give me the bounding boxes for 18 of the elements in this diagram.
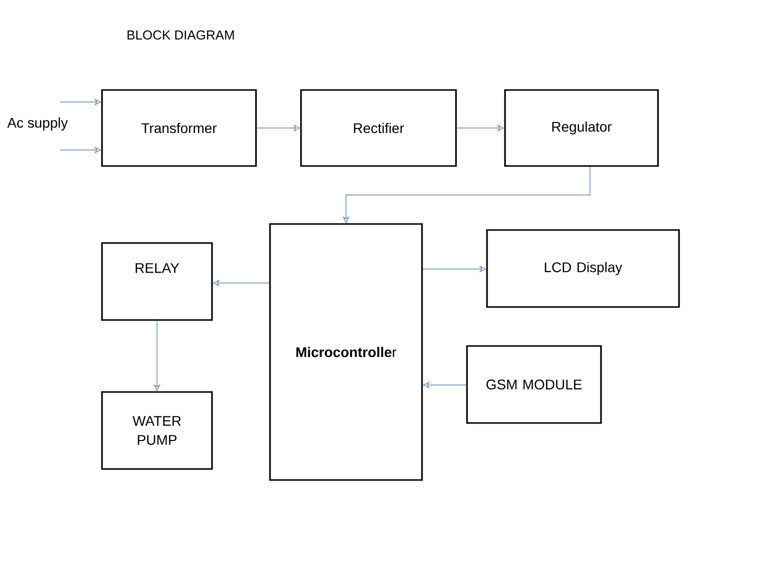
block-box [269, 223, 423, 481]
input-label: Ac supply [7, 117, 68, 131]
block-box [486, 229, 680, 308]
box-label: RELAY [136, 263, 180, 273]
box-label: Microcontroller [296, 346, 396, 358]
box-label: WATER PUMP [132, 416, 181, 445]
block-box [101, 391, 213, 470]
box-label: Transformer [141, 122, 217, 134]
block-box [300, 89, 457, 167]
block-box [466, 345, 602, 424]
block-box [101, 242, 213, 321]
box-label: Rectifier [354, 122, 404, 134]
box-label: LCD Display [544, 262, 622, 276]
box-label: Regulator [552, 121, 612, 135]
block-box [101, 89, 257, 167]
block-box [504, 89, 659, 167]
title: BLOCK DIAGRAM [128, 30, 234, 40]
box-label: GSM MODULE [486, 380, 582, 390]
